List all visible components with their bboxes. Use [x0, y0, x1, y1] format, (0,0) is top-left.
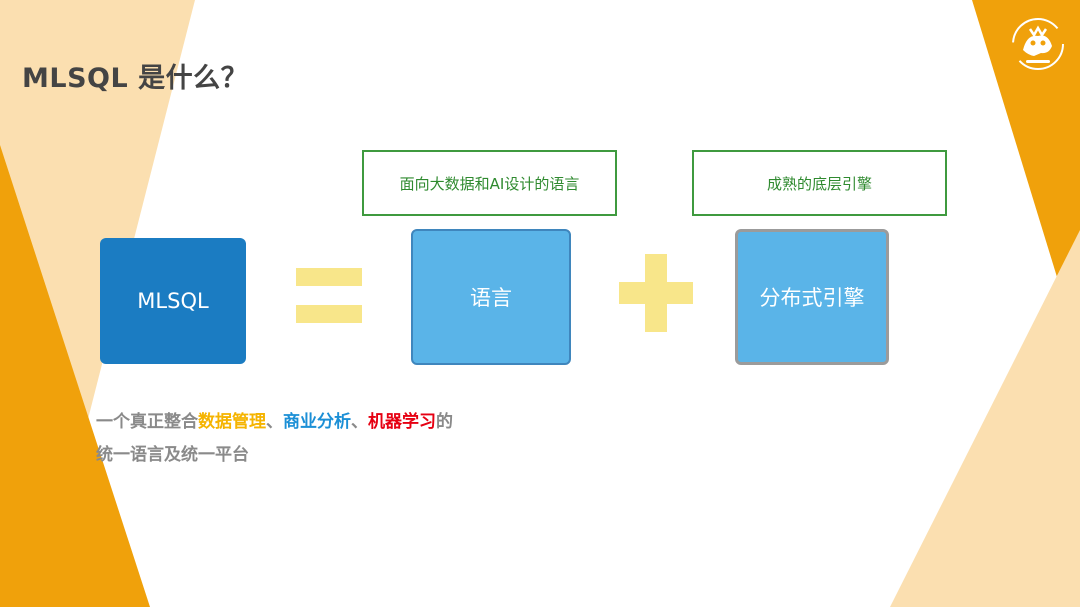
tagline-separator-2: 、: [351, 412, 368, 432]
label-language-text: 面向大数据和AI设计的语言: [399, 174, 580, 193]
equals-bar-top: [296, 268, 362, 286]
bg-orange-top-right: [972, 0, 1080, 352]
language-block: 语言: [411, 229, 571, 365]
engine-block-label: 分布式引擎: [759, 286, 865, 310]
slide-title: MLSQL 是什么？: [22, 63, 249, 94]
tagline-suffix: 的: [436, 412, 453, 432]
language-block-label: 语言: [470, 286, 512, 310]
label-engine-text: 成熟的底层引擎: [766, 174, 872, 193]
highlight-machine-learning: 机器学习: [368, 412, 436, 432]
label-box-engine: 成熟的底层引擎: [692, 150, 947, 216]
mascot-logo-icon: [1012, 18, 1064, 70]
highlight-data-management: 数据管理: [198, 412, 266, 432]
bg-peach-right: [890, 230, 1080, 607]
plus-bar-vertical: [645, 254, 667, 332]
bg-orange-left: [0, 145, 150, 607]
tagline-prefix: 一个真正整合: [96, 412, 198, 432]
tagline-line-2: 统一语言及统一平台: [96, 445, 249, 465]
label-box-language: 面向大数据和AI设计的语言: [362, 150, 617, 216]
tagline-separator-1: 、: [266, 412, 283, 432]
mlsql-block-label: MLSQL: [137, 289, 209, 313]
tagline-line-1: 一个真正整合数据管理、商业分析、机器学习的: [96, 407, 453, 432]
equals-bar-bottom: [296, 305, 362, 323]
highlight-business-analysis: 商业分析: [283, 412, 351, 432]
mlsql-block: MLSQL: [100, 238, 246, 364]
engine-block: 分布式引擎: [735, 229, 889, 365]
